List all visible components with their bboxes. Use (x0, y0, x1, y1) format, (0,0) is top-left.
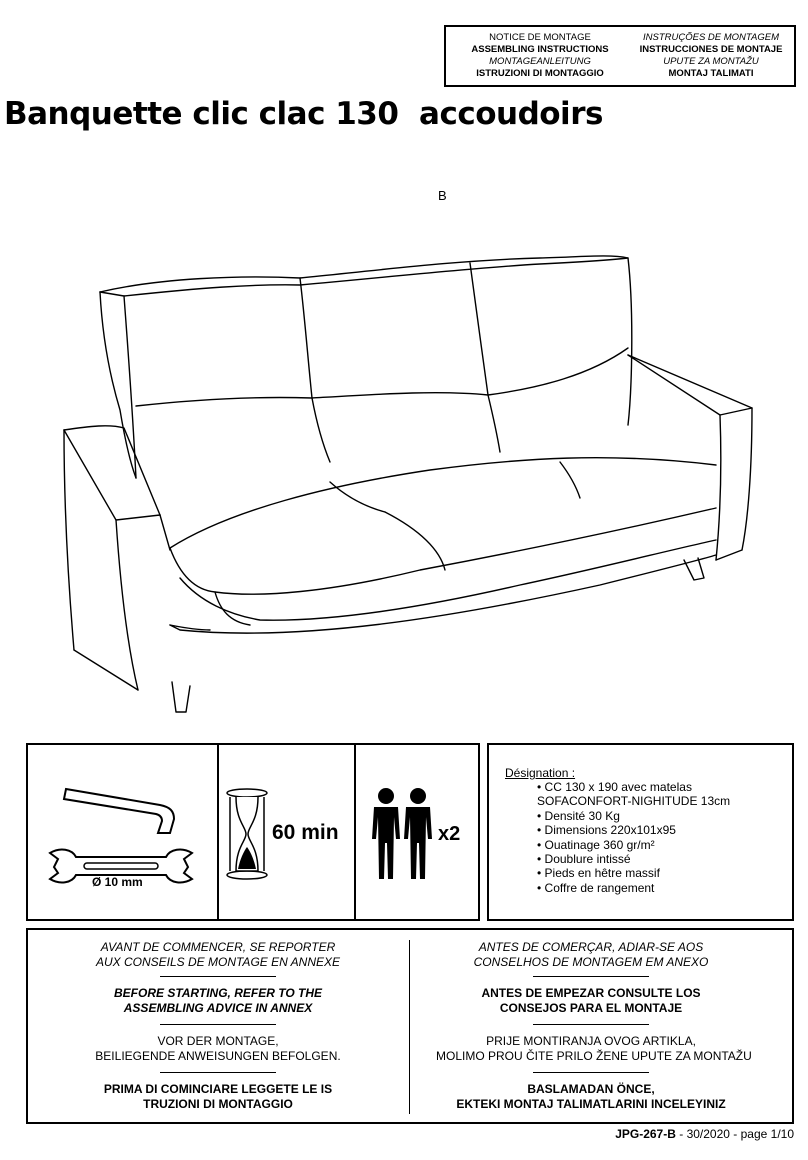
advice-separator (533, 976, 649, 977)
designation-box: Désignation : • CC 130 x 190 avec matela… (487, 743, 794, 921)
hourglass-icon (226, 788, 268, 880)
language-header-box: NOTICE DE MONTAGE ASSEMBLING INSTRUCTION… (444, 25, 796, 87)
advice-separator (160, 976, 276, 977)
designation-item: • Dimensions 220x101x95 (537, 823, 676, 838)
wrench-size-label: Ø 10 mm (92, 875, 143, 889)
footer-page-info: - 30/2020 - page 1/10 (675, 1127, 794, 1141)
advice-fr: AVANT DE COMMENCER, SE REPORTER AUX CONS… (95, 940, 341, 969)
tools-box: Ø 10 mm 60 min x2 (26, 743, 480, 921)
advice-de: VOR DER MONTAGE, BEILIEGENDE ANWEISUNGEN… (95, 1034, 341, 1063)
advice-separator (160, 1072, 276, 1073)
document-reference: JPG-267-B (615, 1127, 676, 1141)
designation-item: SOFACONFORT-NIGHITUDE 13cm (537, 794, 731, 809)
variant-label: B (438, 188, 447, 203)
advice-pt: ANTES DE COMERÇAR, ADIAR-SE AOS CONSELHO… (473, 940, 709, 969)
designation-item: • Doublure intissé (537, 852, 631, 867)
lang-de: MONTAGEANLEITUNG (489, 56, 591, 67)
page-title: Banquette clic clac 130 accoudoirs (4, 96, 603, 132)
advice-box: AVANT DE COMMENCER, SE REPORTER AUX CONS… (26, 928, 794, 1124)
designation-item: • Pieds en hêtre massif (537, 866, 660, 881)
people-count-label: x2 (438, 823, 461, 845)
lang-es: INSTRUCCIONES DE MONTAJE (639, 44, 783, 55)
two-persons-icon (372, 788, 432, 879)
wrench-icon (48, 848, 194, 884)
advice-hr: PRIJE MONTIRANJA OVOG ARTIKLA, MOLIMO PR… (436, 1034, 752, 1063)
lang-hr: UPUTE ZA MONTAŽU (663, 56, 759, 67)
language-column-right: INSTRUÇÕES DE MONTAGEM INSTRUCCIONES DE … (628, 32, 794, 80)
lang-fr: NOTICE DE MONTAGE (489, 32, 591, 43)
duration-label: 60 min (272, 821, 339, 844)
advice-separator (160, 1024, 276, 1025)
designation-item: • Coffre de rangement (537, 880, 655, 895)
lang-en: ASSEMBLING INSTRUCTIONS (471, 44, 609, 55)
advice-it: PRIMA DI COMINCIARE LEGGETE LE IS TRUZIO… (103, 1082, 333, 1111)
advice-es: ANTES DE EMPEZAR CONSULTE LOS CONSEJOS P… (481, 986, 701, 1015)
advice-separator (533, 1072, 649, 1073)
lang-tr: MONTAJ TALIMATI (668, 68, 754, 79)
advice-separator (533, 1024, 649, 1025)
advice-en: BEFORE STARTING, REFER TO THE ASSEMBLING… (113, 986, 322, 1015)
designation-item: • Densité 30 Kg (537, 808, 620, 823)
allen-key-icon (62, 787, 176, 834)
advice-divider (409, 940, 410, 1114)
lang-it: ISTRUZIONI DI MONTAGGIO (476, 68, 604, 79)
lang-pt: INSTRUÇÕES DE MONTAGEM (643, 32, 779, 43)
designation-item: • CC 130 x 190 avec matelas (537, 780, 692, 794)
page-footer: JPG-267-B - 30/2020 - page 1/10 (615, 1127, 794, 1141)
language-column-left: NOTICE DE MONTAGE ASSEMBLING INSTRUCTION… (454, 32, 626, 80)
tools-divider-2 (354, 745, 356, 919)
designation-list: • CC 130 x 190 avec matelas SOFACONFORT-… (537, 780, 730, 895)
sofa-illustration (63, 255, 753, 713)
tools-divider-1 (217, 745, 219, 919)
advice-tr: BASLAMADAN ÖNCE, EKTEKI MONTAJ TALIMATLA… (456, 1082, 726, 1111)
designation-title: Désignation : (505, 766, 576, 780)
designation-item: • Ouatinage 360 gr/m² (537, 837, 655, 852)
